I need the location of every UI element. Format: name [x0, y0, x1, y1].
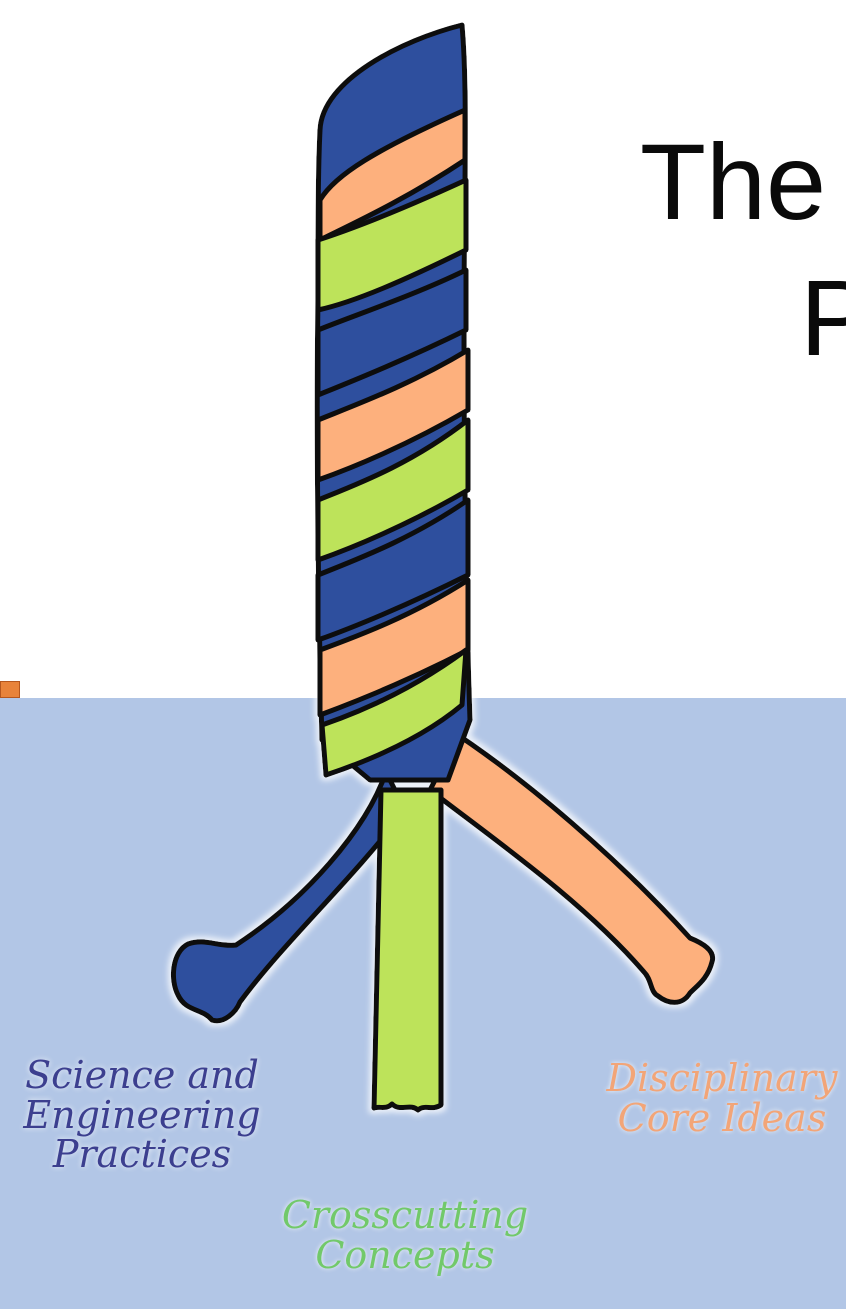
science-engineering-practices-strand	[173, 772, 405, 1021]
label-disciplinary-core-ideas: Disciplinary Core Ideas	[572, 1059, 846, 1138]
crosscutting-concepts-strand	[374, 790, 441, 1110]
label-crosscutting-concepts: Crosscutting Concepts	[240, 1196, 570, 1275]
label-science-engineering-practices: Science and Engineering Practices	[0, 1056, 292, 1175]
disciplinary-core-ideas-strand	[430, 735, 713, 1002]
